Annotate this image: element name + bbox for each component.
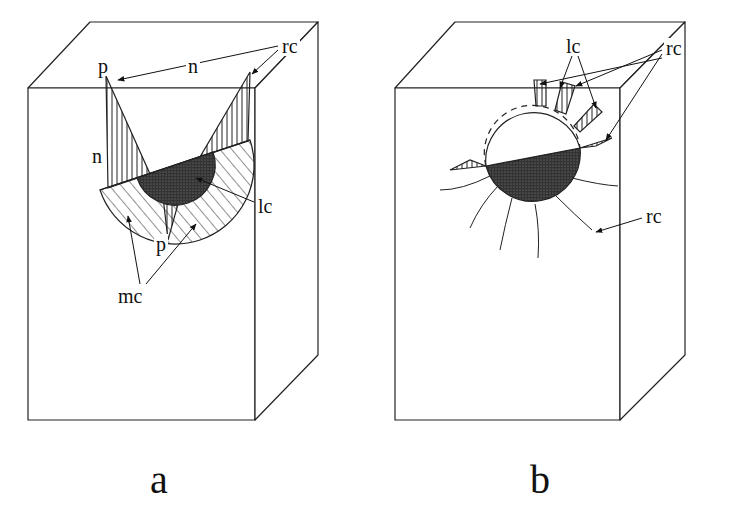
radial-crack-wedge (106, 76, 150, 188)
lateral-crack-flake (555, 82, 575, 114)
panel-letter: a (148, 460, 170, 500)
point-label: n (90, 146, 104, 166)
point-label: p (96, 56, 110, 76)
cube-side (620, 22, 685, 420)
crack-label: lc (256, 196, 274, 216)
lateral-crack-flake (574, 104, 602, 132)
radial-crack-wedge (450, 160, 486, 170)
radial-crack-wedge (200, 72, 250, 157)
cube-front (395, 88, 620, 420)
cube-side (255, 22, 318, 420)
plastic-zone (137, 152, 215, 205)
crack-label: mc (116, 286, 144, 306)
surface-trace (100, 140, 250, 190)
point-label: n (186, 56, 200, 76)
panel-letter: b (528, 460, 552, 500)
crack-label: rc (664, 38, 684, 58)
median-cracks (440, 176, 618, 258)
crack-label: rc (644, 206, 664, 226)
indent-cap (486, 113, 580, 166)
crack-label: lc (564, 36, 582, 56)
leader-lines (118, 46, 662, 284)
point-label: p (154, 234, 168, 254)
crack-label: rc (280, 36, 300, 56)
radial-crack-wedge (580, 138, 612, 148)
